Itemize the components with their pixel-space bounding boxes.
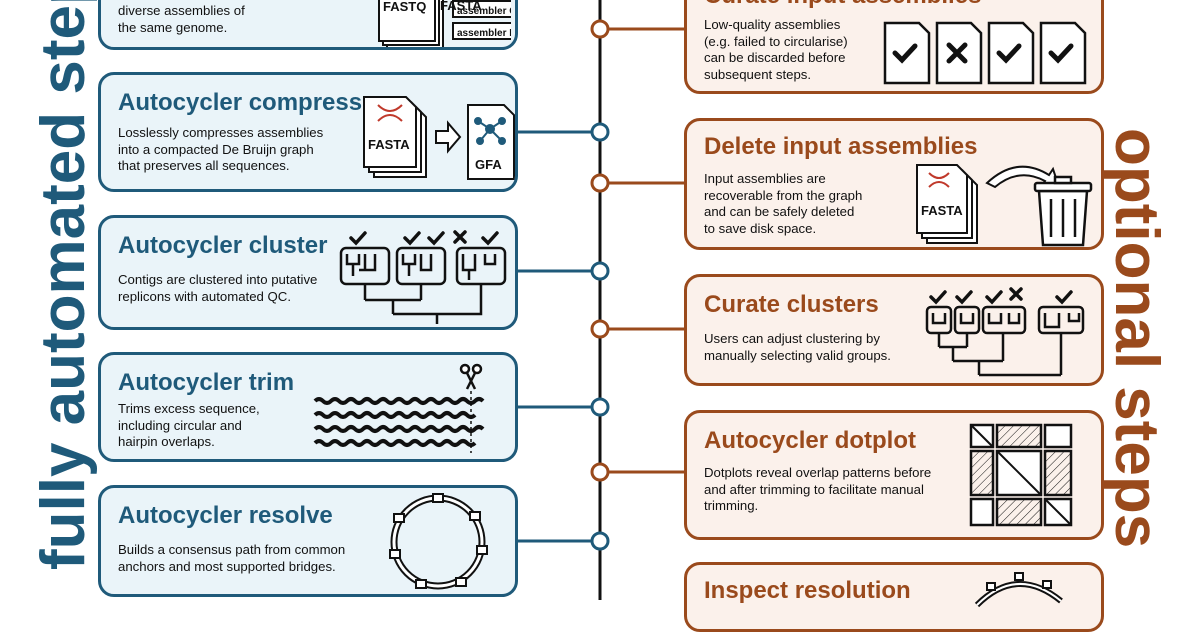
arrow-icon: [435, 120, 462, 154]
assembler-d-label: assembler D: [457, 28, 511, 39]
svg-text:FASTA: FASTA: [440, 0, 482, 13]
assemble-step-card: diverse assemblies of the same genome. F…: [98, 0, 518, 50]
curate-assemblies-card: Curate input assemblies Low-quality asse…: [684, 0, 1104, 94]
check-icon: [1048, 43, 1074, 64]
fasta-output-label: FASTA: [440, 0, 482, 13]
compress-step-card: Autocycler compress Losslessly compresse…: [98, 72, 518, 192]
step-title: Autocycler dotplot: [704, 427, 917, 454]
fasta-label: FASTA: [368, 137, 410, 152]
dna-icon: [377, 104, 403, 122]
step-description: diverse assemblies of the same genome.: [118, 3, 245, 35]
step-description: Dotplots reveal overlap patterns before …: [704, 465, 932, 513]
compress-illustration: FASTA GFA: [363, 96, 515, 180]
gfa-label: GFA: [475, 157, 502, 172]
fasta-label: FASTA: [921, 203, 963, 218]
inspect-resolution-card: Inspect resolution: [684, 562, 1104, 632]
step-title: Autocycler compress: [118, 89, 363, 116]
resolve-step-card: Autocycler resolve Builds a consensus pa…: [98, 485, 518, 597]
dna-icon: [928, 172, 950, 188]
dotplot-grid-illustration: [969, 423, 1073, 527]
cluster-tree-illustration: [925, 287, 1085, 377]
dotplot-node: [590, 462, 610, 482]
resolve-node: [590, 531, 610, 551]
step-description: Trims excess sequence, including circula…: [118, 401, 260, 449]
trim-node: [590, 397, 610, 417]
curate-clusters-node: [590, 319, 610, 339]
cross-icon: [946, 42, 968, 64]
delete-illustration: FASTA: [916, 164, 1093, 247]
graph-icon: [474, 117, 506, 145]
step-title: Inspect resolution: [704, 577, 911, 604]
check-icon: [349, 231, 499, 246]
step-description: Builds a consensus path from common anch…: [118, 542, 346, 574]
dotplot-card: Autocycler dotplot Dotplots reveal overl…: [684, 410, 1104, 540]
step-title: Autocycler resolve: [118, 502, 333, 529]
step-description: Losslessly compresses assemblies into a …: [118, 125, 324, 173]
step-title: Autocycler cluster: [118, 232, 328, 259]
cross-icon: [1009, 287, 1023, 301]
compress-node: [590, 122, 610, 142]
curate-assemblies-node: [590, 19, 610, 39]
step-title: Delete input assemblies: [704, 133, 978, 160]
step-description: Contigs are clustered into putative repl…: [118, 272, 318, 304]
step-title: Curate clusters: [704, 291, 879, 318]
step-description: Input assemblies are recoverable from th…: [704, 171, 863, 236]
cross-icon: [453, 230, 467, 244]
cluster-node: [590, 261, 610, 281]
step-title: Autocycler trim: [118, 369, 295, 396]
check-icon: [892, 43, 918, 64]
assembly-files-illustration: [883, 21, 1087, 85]
resolution-graph-illustration: [974, 572, 1063, 608]
cluster-step-card: Autocycler cluster Contigs are clustered…: [98, 215, 518, 330]
delete-assemblies-node: [590, 173, 610, 193]
check-icon: [996, 43, 1022, 64]
scissors-icon: [459, 363, 483, 390]
circular-genome-illustration: [389, 493, 488, 590]
step-description: Low-quality assemblies (e.g. failed to c…: [704, 17, 848, 82]
trash-icon: [1033, 175, 1093, 247]
check-icon: [929, 290, 1073, 305]
step-description: Users can adjust clustering by manually …: [704, 331, 891, 363]
curate-clusters-card: Curate clusters Users can adjust cluster…: [684, 274, 1104, 386]
cluster-tree-illustration: [339, 230, 507, 324]
assemblers-illustration: FASTQ assembler C assembler D: [378, 0, 511, 47]
trim-sequences-illustration: [313, 363, 485, 453]
pipeline-spine: [517, 0, 686, 600]
assembler-c-label: assembler C: [457, 6, 511, 17]
trim-step-card: Autocycler trim Trims excess sequence, i…: [98, 352, 518, 462]
fastq-label: FASTQ: [383, 0, 426, 14]
step-title: Curate input assemblies: [704, 0, 981, 10]
delete-assemblies-card: Delete input assemblies Input assemblies…: [684, 118, 1104, 250]
